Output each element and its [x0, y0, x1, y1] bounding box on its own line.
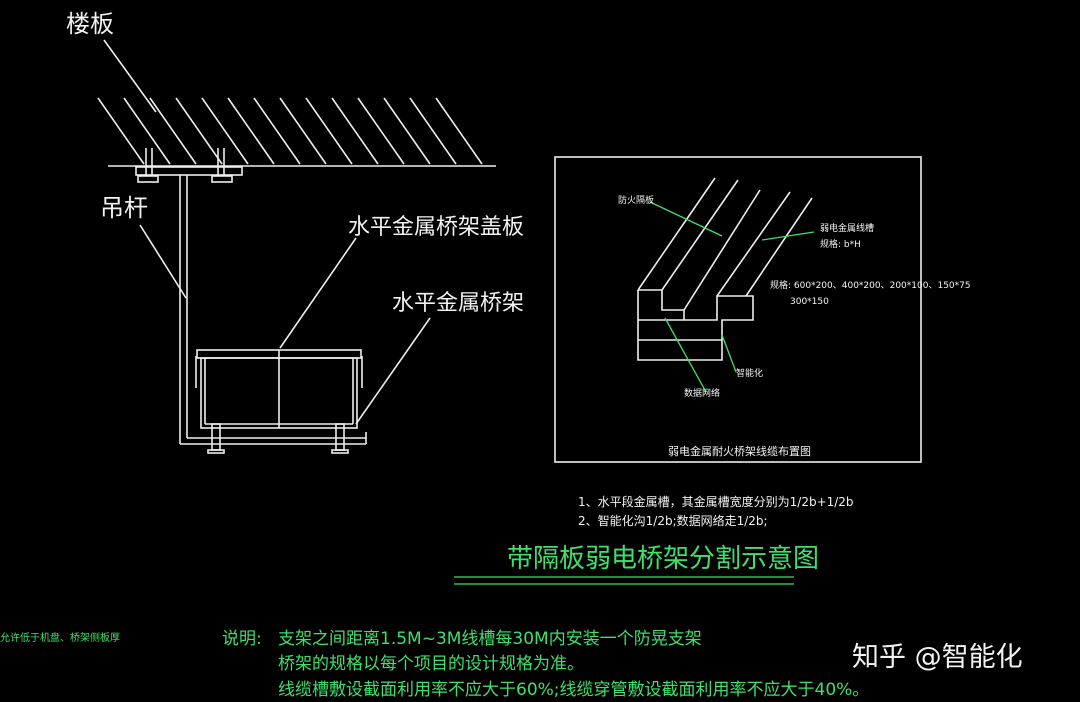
explanation-line-2: 桥架的规格以每个项目的设计规格为准。: [278, 654, 584, 674]
hanger-rod-assembly: [135, 148, 367, 445]
floor-slab: [97, 97, 496, 167]
note-1: 1、水平段金属槽，其金属槽宽度分别为1/2b+1/2b: [578, 494, 854, 509]
fire-partition-label: 防火隔板: [618, 194, 654, 206]
spec-line-2: 300*150: [790, 297, 829, 307]
hatch-line: [383, 97, 431, 165]
hatch-line: [175, 97, 223, 165]
hanger-rod-label: 吊杆: [100, 194, 148, 222]
hatch-line: [227, 97, 275, 165]
note-2: 2、智能化沟1/2b;数据网络走1/2b;: [578, 513, 768, 528]
floor-slab-label: 楼板: [66, 10, 114, 38]
hatch-line: [123, 97, 171, 165]
hatch-line: [435, 97, 483, 165]
spec-line-1: 规格: 600*200、400*200、200*100、150*75: [770, 279, 971, 291]
explanation-line-3: 线缆槽敷设截面利用率不应大于60%;线缆穿管敷设截面利用率不应大于40%。: [278, 680, 869, 700]
detail-leaders: [649, 201, 815, 393]
detail-frame: [554, 156, 922, 463]
cable-tray: [195, 349, 363, 454]
spec-short: 规格: b*H: [820, 238, 861, 250]
hatch-line: [305, 97, 353, 165]
watermark: 知乎 @智能化: [852, 642, 1023, 673]
data-network-label: 数据网络: [684, 387, 720, 399]
tray-label: 水平金属桥架: [392, 291, 524, 316]
hatch-line: [409, 97, 457, 165]
smart-label: 智能化: [736, 367, 763, 379]
detail-caption: 弱电金属耐火桥架线缆布置图: [668, 444, 811, 458]
explanation-line-1: 支架之间距离1.5M~3M线槽每30M内安装一个防晃支架: [278, 629, 702, 649]
weak-tray-label: 弱电金属线槽: [820, 222, 874, 234]
hatch-line: [331, 97, 379, 165]
hatch-line: [97, 97, 145, 165]
fire-tray-detail: [637, 177, 813, 361]
explanation-label: 说明:: [222, 629, 262, 649]
hatch-line: [201, 97, 249, 165]
main-title: 带隔板弱电桥架分割示意图: [507, 544, 819, 574]
left-edge-note: 允许低于机盘、桥架侧板厚: [0, 631, 120, 644]
hatch-line: [279, 97, 327, 165]
tray-cover-label: 水平金属桥架盖板: [348, 215, 524, 240]
hatch-line: [149, 97, 197, 165]
hatch-line: [357, 97, 405, 165]
hatch-line: [253, 97, 301, 165]
leader-lines-left: [103, 39, 431, 425]
